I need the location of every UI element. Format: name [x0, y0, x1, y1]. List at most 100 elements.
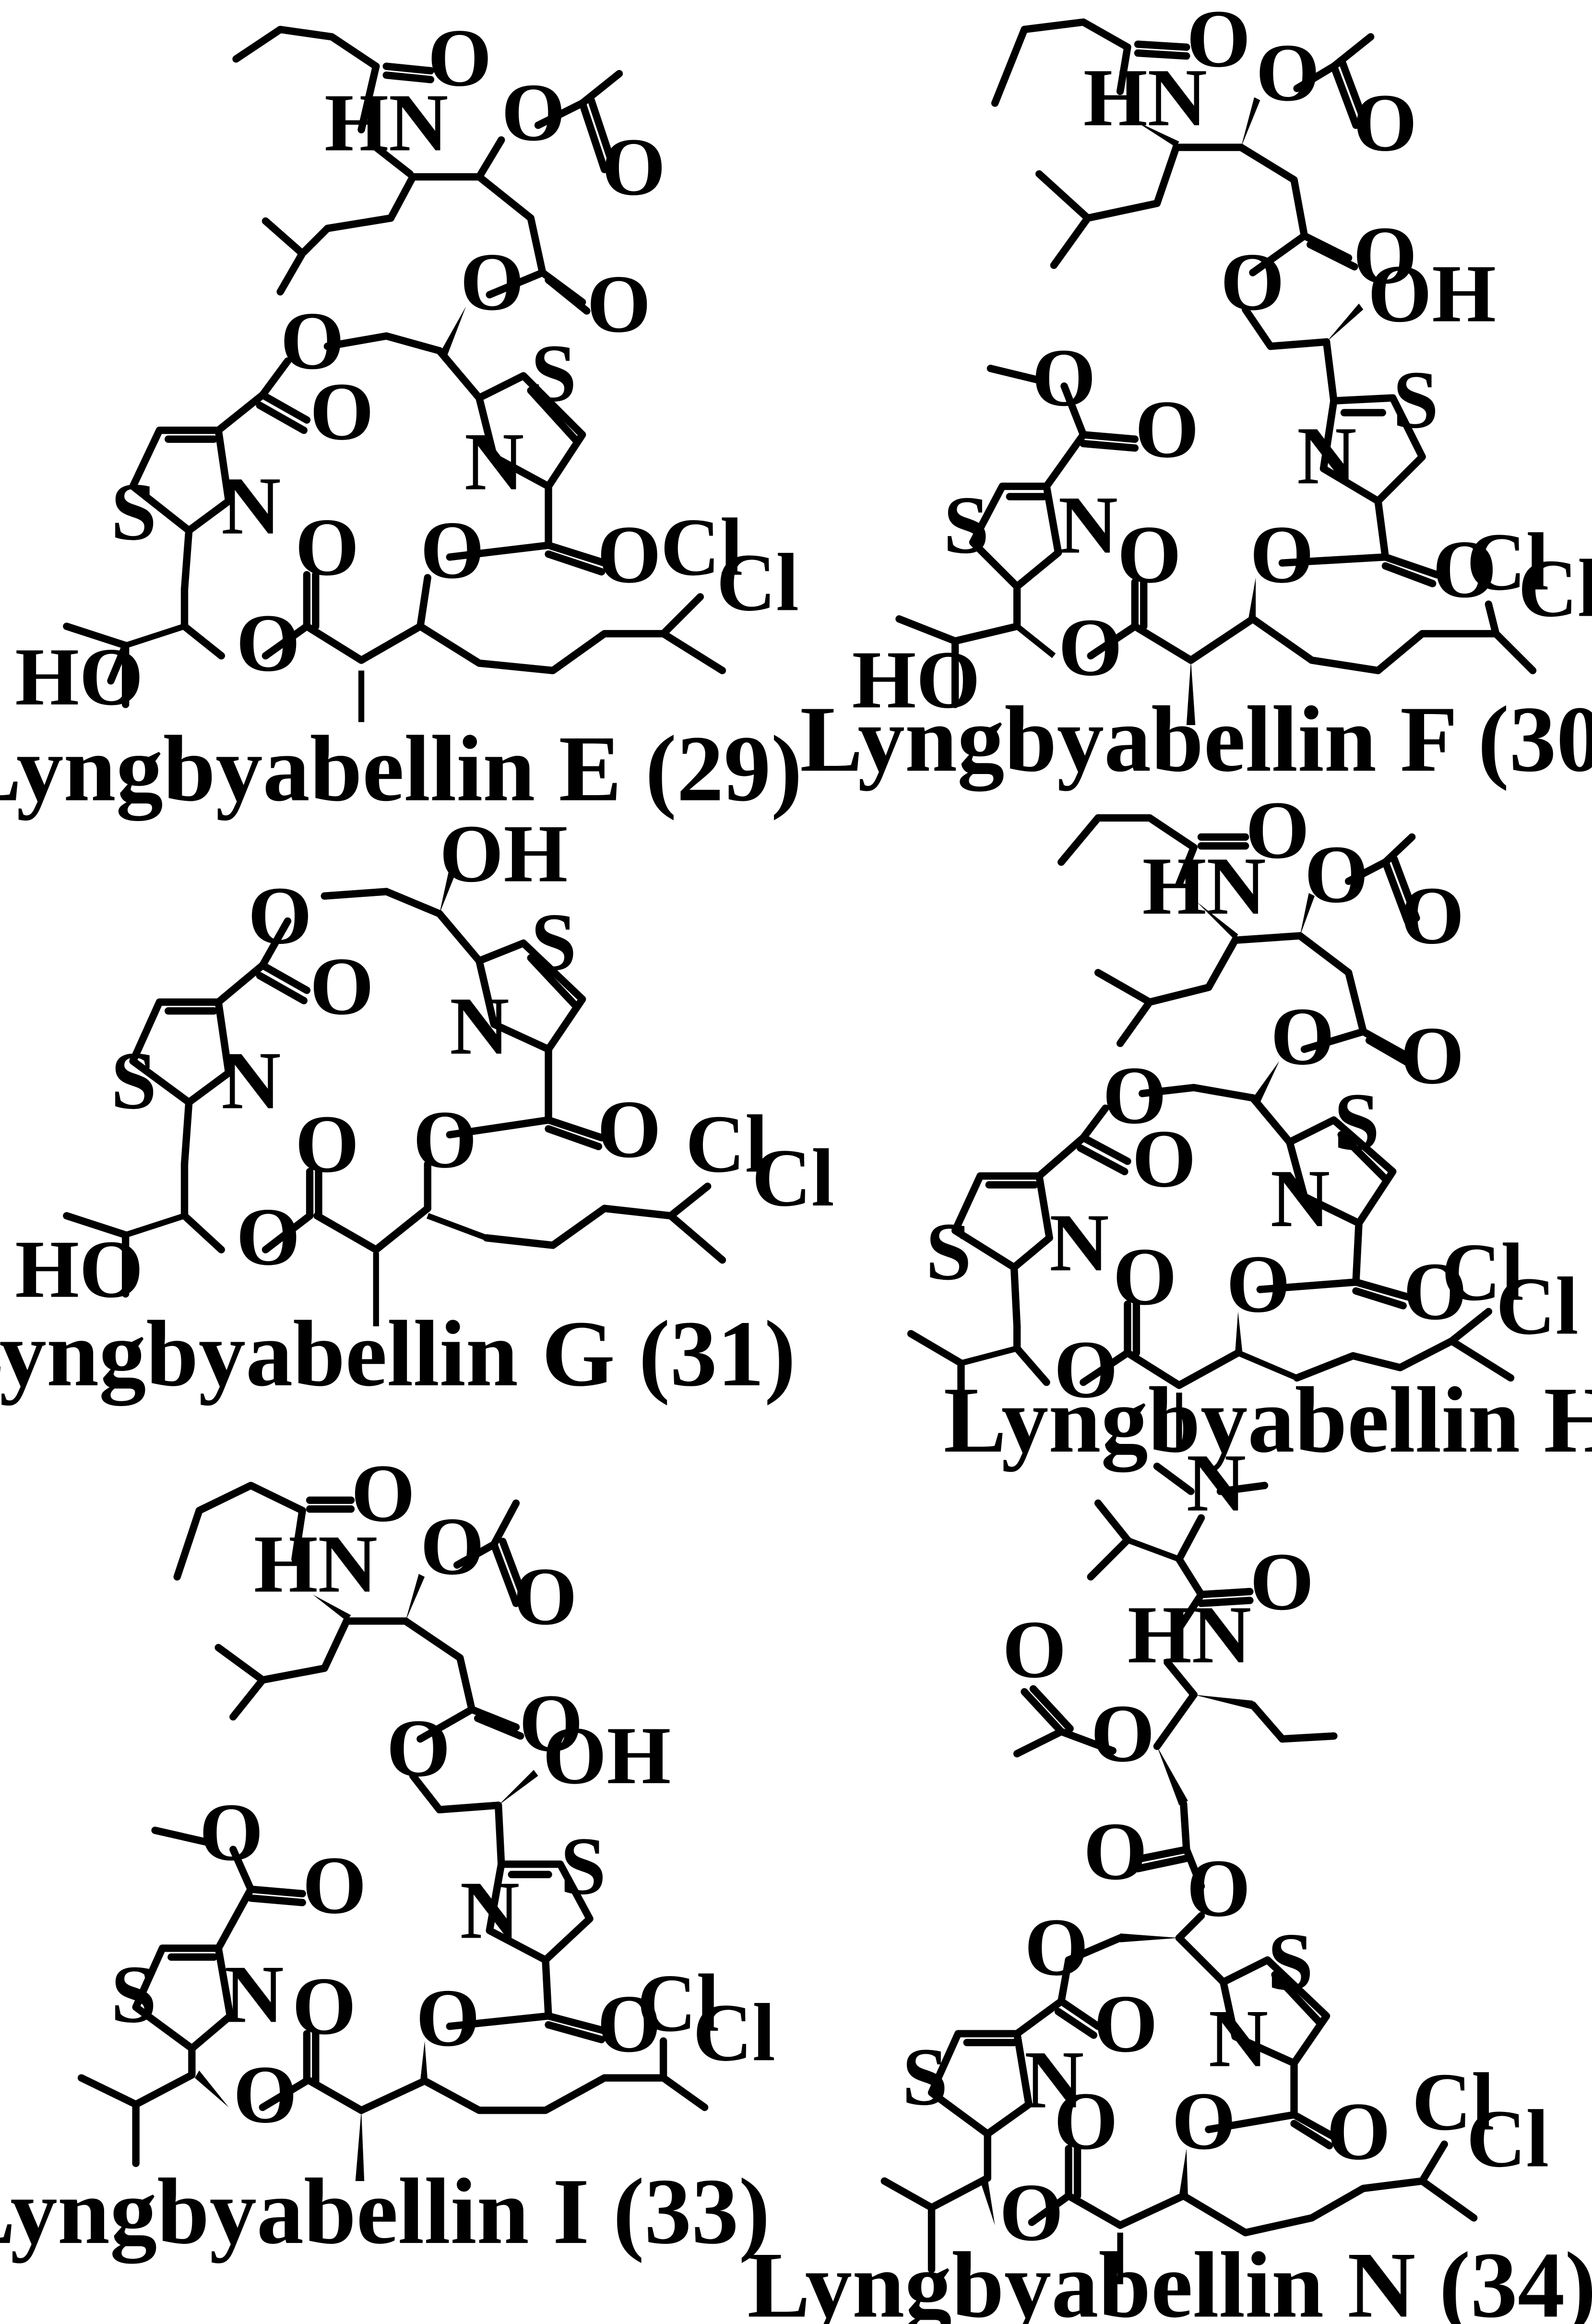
atom-n: N — [221, 461, 281, 552]
atom-cl: Cl — [1466, 2093, 1549, 2184]
compound-caption: Lyngbyabellin I (33) — [0, 2159, 770, 2264]
atom-o: O — [386, 1703, 451, 1794]
atom-o: O — [1353, 210, 1417, 301]
atom-ho: HO — [852, 634, 981, 726]
atom-o: O — [1103, 1050, 1167, 1141]
atom-o: O — [1246, 785, 1310, 876]
atom-o: O — [1250, 509, 1314, 600]
atom-hn: HN — [1128, 1589, 1251, 1680]
atom-s: S — [943, 480, 989, 571]
atom-n: N — [1058, 480, 1118, 571]
atom-o: O — [428, 12, 492, 104]
atom-o: O — [1091, 1688, 1155, 1779]
atom-o: O — [1135, 384, 1199, 475]
atom-o: O — [597, 1978, 661, 2070]
atom-o: O — [1187, 1843, 1251, 1934]
atom-o: O — [1024, 1902, 1089, 1993]
atom-n: N — [1297, 410, 1356, 501]
atom-s: S — [560, 1821, 606, 1912]
atom-o: O — [460, 237, 524, 328]
atom-o: O — [1271, 991, 1335, 1082]
atom-n: N — [1271, 1153, 1330, 1244]
atom-o: O — [1256, 27, 1320, 119]
atom-oh: OH — [1368, 248, 1497, 339]
atom-o: O — [1187, 0, 1251, 84]
atom-o: O — [1250, 1537, 1314, 1628]
atom-s: S — [531, 328, 577, 419]
atom-s: S — [902, 2031, 948, 2122]
atom-o: O — [1058, 602, 1123, 693]
atom-o: O — [236, 1192, 300, 1283]
atom-cl: Cl — [1496, 1261, 1579, 1352]
atom-o: O — [1132, 1113, 1196, 1204]
compound-caption: Lyngbyabellin F (30) — [800, 687, 1592, 792]
atom-o: O — [1220, 237, 1284, 328]
atom-n: N — [1049, 1197, 1109, 1288]
atom-o: O — [413, 1094, 477, 1185]
atom-cl: Cl — [1441, 1227, 1524, 1318]
structure-lyngbyabellin-h: O HN O O O O O O S N S N O O O O Cl Cl L… — [907, 785, 1592, 1473]
atom-o: O — [1172, 2076, 1236, 2167]
atom-o: O — [280, 296, 345, 387]
atom-o: O — [295, 502, 359, 593]
atom-o: O — [416, 1973, 480, 2064]
atom-n: N — [460, 1865, 520, 1956]
atom-o: O — [1400, 870, 1464, 961]
atom-o: O — [351, 1448, 416, 1539]
atom-s: S — [1268, 1917, 1314, 2008]
structure-lyngbyabellin-f: O HN O O O O OH S N O O S N O O O O Cl C… — [800, 0, 1592, 792]
atom-o: O — [519, 1678, 583, 1769]
atom-n: N — [1024, 2035, 1084, 2126]
atom-n: N — [1187, 1438, 1246, 1529]
atom-o: O — [501, 67, 566, 158]
atom-cl: Cl — [1466, 516, 1549, 608]
atom-o: O — [1433, 524, 1497, 615]
compound-caption: Lyngbyabellin H (32) — [944, 1368, 1592, 1473]
atom-n: N — [464, 417, 524, 508]
atom-o: O — [597, 1084, 661, 1175]
atom-s: S — [1393, 355, 1439, 446]
atom-oh: OH — [440, 808, 568, 899]
atom-ho: HO — [15, 632, 143, 723]
atom-o: O — [597, 509, 661, 600]
atom-hn: HN — [1083, 52, 1207, 143]
compound-caption: Lyngbyabellin G (31) — [0, 1301, 796, 1406]
atom-cl: Cl — [693, 1987, 775, 2078]
atom-s: S — [1334, 1076, 1380, 1168]
atom-o: O — [310, 941, 374, 1032]
atom-o: O — [513, 1551, 577, 1642]
atom-o: O — [310, 366, 374, 457]
atom-o: O — [236, 597, 300, 689]
atom-cl: Cl — [660, 502, 743, 593]
atom-o: O — [1226, 1239, 1291, 1330]
atom-o: O — [1353, 77, 1417, 168]
atom-o: O — [1327, 2086, 1391, 2177]
atom-o: O — [1032, 333, 1096, 424]
atom-o: O — [1054, 2076, 1118, 2167]
atom-hn: HN — [1142, 841, 1266, 932]
atom-n: N — [1209, 1993, 1268, 2085]
atom-o: O — [1093, 1978, 1158, 2070]
atom-o: O — [1113, 1231, 1177, 1323]
structure-lyngbyabellin-n: N O HN O O O O O O S N S N O O O O Cl Cl… — [748, 1438, 1592, 2324]
compound-caption: Lyngbyabellin E (29) — [0, 716, 802, 822]
atom-o: O — [199, 1787, 263, 1878]
atom-s: S — [111, 1035, 157, 1126]
atom-s: S — [531, 897, 577, 988]
atom-o: O — [1054, 1324, 1118, 1415]
atom-o: O — [587, 259, 651, 350]
atom-n: N — [450, 981, 509, 1072]
atom-o: O — [292, 1961, 356, 2052]
structure-lyngbyabellin-e: O HN O O O O O O S N S N O O O O Cl Cl H… — [0, 12, 802, 821]
atom-n: N — [221, 1035, 281, 1126]
compound-caption: Lyngbyabellin N (34) — [748, 2233, 1592, 2324]
atom-o: O — [233, 2049, 297, 2140]
atom-o: O — [302, 1840, 367, 1931]
atom-s: S — [111, 466, 157, 558]
atom-ho: HO — [15, 1224, 143, 1315]
atom-cl: Cl — [1518, 543, 1592, 634]
atom-o: O — [1117, 509, 1181, 600]
structure-lyngbyabellin-i: O HN O O O O OH S N O O S N O O O O Cl C… — [0, 1448, 775, 2264]
atom-s: S — [926, 1206, 972, 1298]
